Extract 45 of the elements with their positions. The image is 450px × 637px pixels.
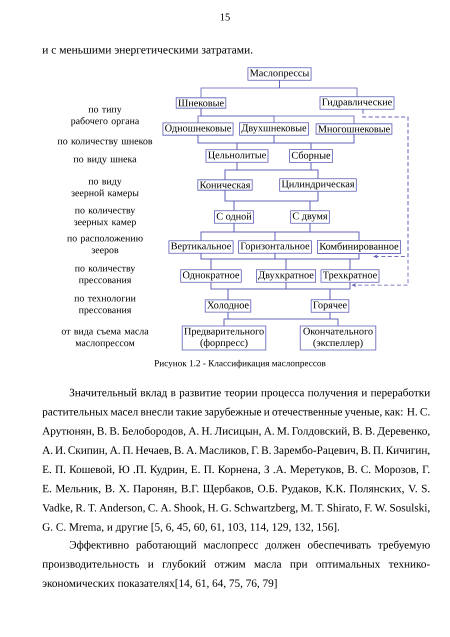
- figure-caption: Рисунок 1.2 - Классификация маслопрессов: [154, 360, 326, 368]
- row-label: по технологии прессования: [74, 296, 136, 316]
- connector-line: [330, 282, 350, 300]
- connector-line: [310, 223, 360, 240]
- category-box: Комбинированное: [317, 240, 401, 254]
- category-box: Коническая: [197, 179, 253, 191]
- category-box: Двухшнековые: [239, 122, 309, 136]
- category-box: Горячее: [310, 299, 350, 313]
- category-box: Двухкратное: [256, 269, 316, 283]
- category-box: Вертикальное: [168, 240, 234, 254]
- row-label: по расположению зееров: [67, 236, 143, 256]
- row-label: по количеству прессования: [74, 266, 136, 286]
- body-text: и с меньшими энергетическими затратами.: [42, 48, 252, 56]
- category-box: Предварительного (форпресс): [182, 326, 266, 350]
- paragraph: Эффективно работающий маслопресс должен обеспечивать требуемую производительность и глубокий отжим масла при оптимальных технико-экономических показателях[14, 61, 64, 75, 76, 79]: [42, 540, 430, 589]
- connector-line: [279, 80, 358, 97]
- category-box: Холодное: [204, 299, 252, 313]
- row-label: от вида съема масла маслопрессом: [62, 330, 148, 348]
- connector-line: [200, 108, 354, 124]
- connector-line: [350, 254, 360, 270]
- paragraph: Значительный вклад в развитие теории процесса получения и переработки растительных масел внесли такие зарубежные и отечественные ученые, как: Н. С. Арутюнян, В. В. Белобородов, А. Н. Лисицын, А. М. Голдовский, В. В. Деревенко, А. И. Скипин, А. П. Нечаев, В. А. Масликов, Г. В. Зарембо-Рацевич, В. П. Кичигин, Е. П. Кошевой, Ю .П. Кудрин, Е. П. Корнена, З .А. Меретуков, В. С. Морозов, Г. Е. Мельник, В. Х. Паронян, В.Г. Щербаков, О.Б. Рудаков, К.К. Полянских, V. S. Vadke, R. T. Anderson, C. A. Shook, H. G. Schwartzberg, M. T. Shirato, F. W. Sosulski, G. C. Mrema, и другие [5, 6, 45, 60, 61, 103, 114, 129, 132, 156].: [42, 388, 430, 534]
- category-box: Окончательного (экспеллер): [300, 326, 376, 350]
- category-box: Сборные: [289, 149, 333, 163]
- category-box: Цельнолитые: [206, 149, 268, 163]
- category-box: Цилиндрическая: [279, 178, 357, 192]
- connector-line: [330, 312, 338, 326]
- row-label: по количеству шнеков: [58, 140, 152, 146]
- category-box: С двумя: [290, 210, 330, 224]
- category-box: Маслопрессы: [248, 67, 312, 81]
- page-number: 15: [220, 13, 230, 21]
- connector-line: [310, 162, 318, 179]
- category-box: Однократное: [180, 269, 242, 283]
- category-box: Горизонтальное: [238, 240, 312, 254]
- category-box: Шнековые: [176, 97, 226, 109]
- row-label: по количеству зеерных камер: [74, 208, 136, 228]
- category-box: С одной: [214, 210, 254, 224]
- category-box: Одношнековые: [162, 122, 234, 136]
- row-label: по типу рабочего органа: [70, 108, 140, 126]
- category-box: Многошнековые: [316, 123, 392, 135]
- connector-line: [310, 191, 318, 211]
- connector-line: [310, 134, 354, 150]
- row-label: по виду шнека: [74, 158, 136, 164]
- category-box: Гидравлические: [320, 96, 394, 110]
- row-label: по виду зеерной камеры: [71, 180, 139, 198]
- category-box: Трехкратное: [320, 269, 380, 283]
